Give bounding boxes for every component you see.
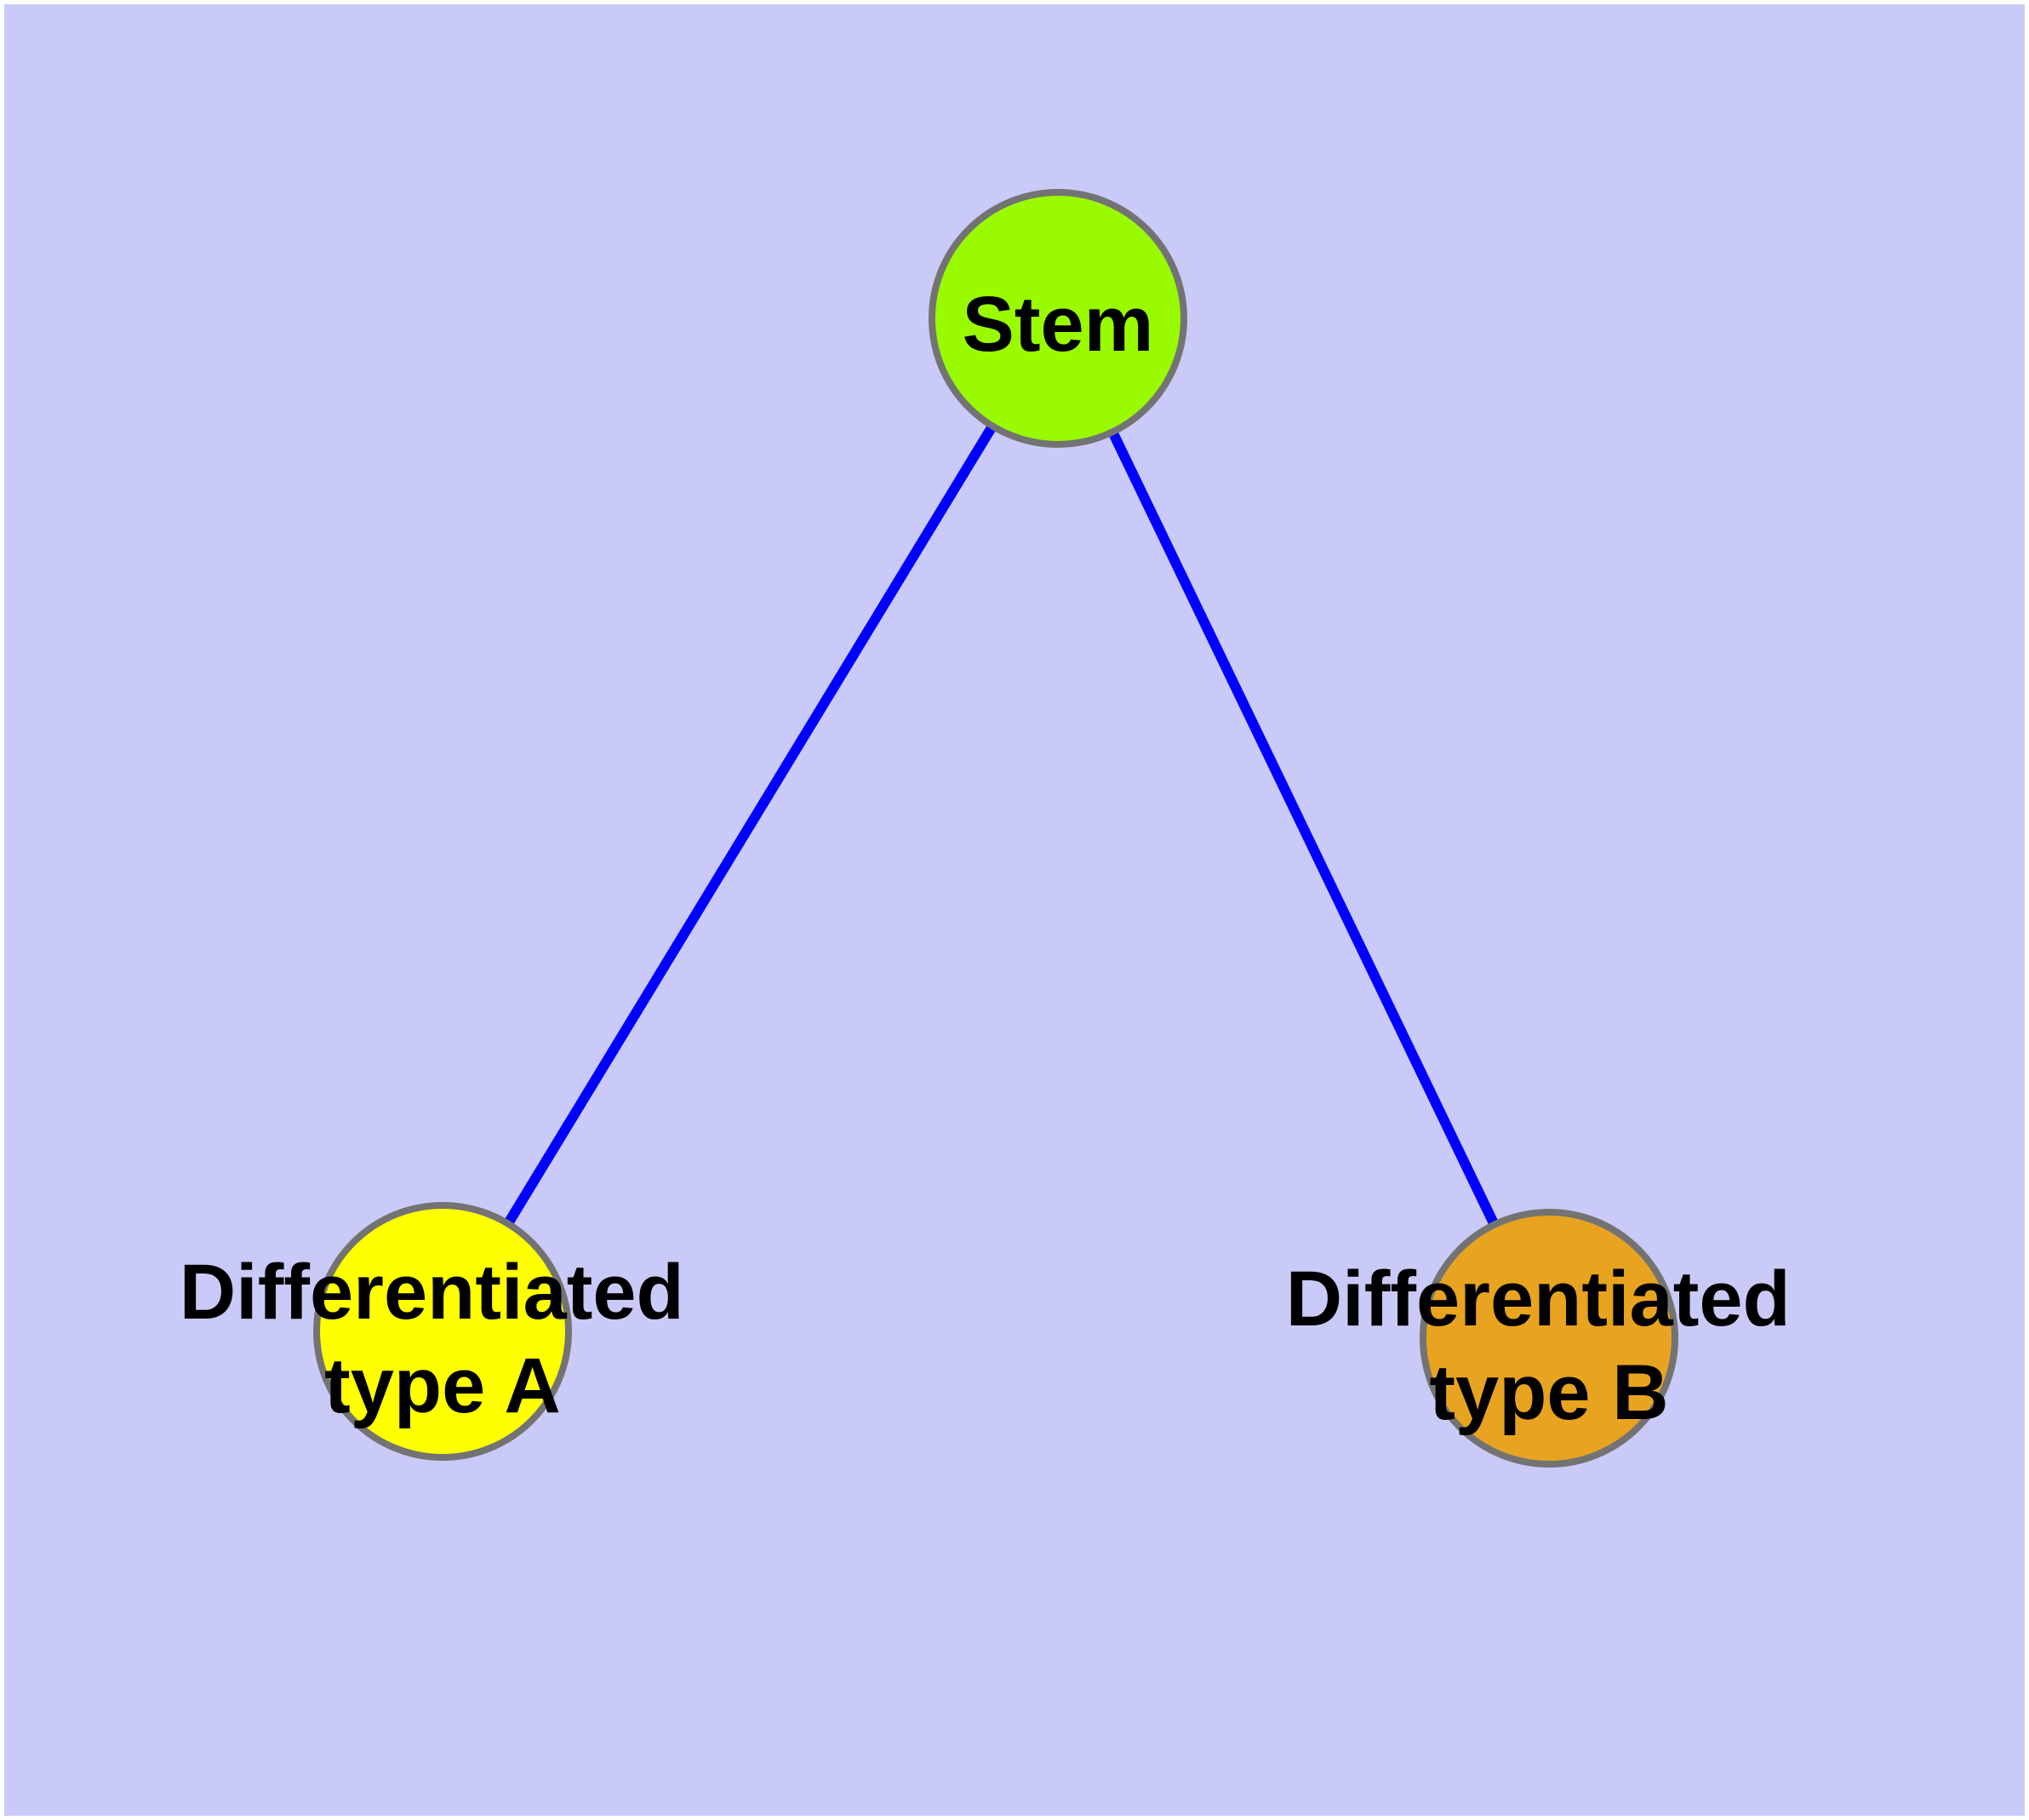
edge-stem-to-type-a (437, 315, 1063, 1335)
node-layer (313, 189, 1678, 1468)
node-differentiated-type-b-label-line1: Differentiated (1286, 1256, 1791, 1342)
node-differentiated-type-b-label-line2: type B (1429, 1349, 1668, 1436)
edge-stem-to-type-b (1053, 316, 1554, 1341)
node-stem-circle (929, 189, 1187, 448)
edge-layer (437, 315, 1554, 1341)
node-differentiated-type-b-circle (1420, 1209, 1678, 1468)
node-differentiated-type-a-label: Differentiated type A (180, 1249, 706, 1429)
node-differentiated-type-b-label: Differentiated type B (1286, 1256, 1813, 1436)
node-differentiated-type-a-label-line2: type A (324, 1342, 561, 1429)
node-differentiated-type-a-circle (313, 1202, 572, 1461)
node-stem-label: Stem (963, 281, 1154, 368)
label-layer: Stem Differentiated type A Differentiate… (180, 281, 1813, 1436)
node-differentiated-type-a-label-line1: Differentiated (180, 1249, 684, 1336)
